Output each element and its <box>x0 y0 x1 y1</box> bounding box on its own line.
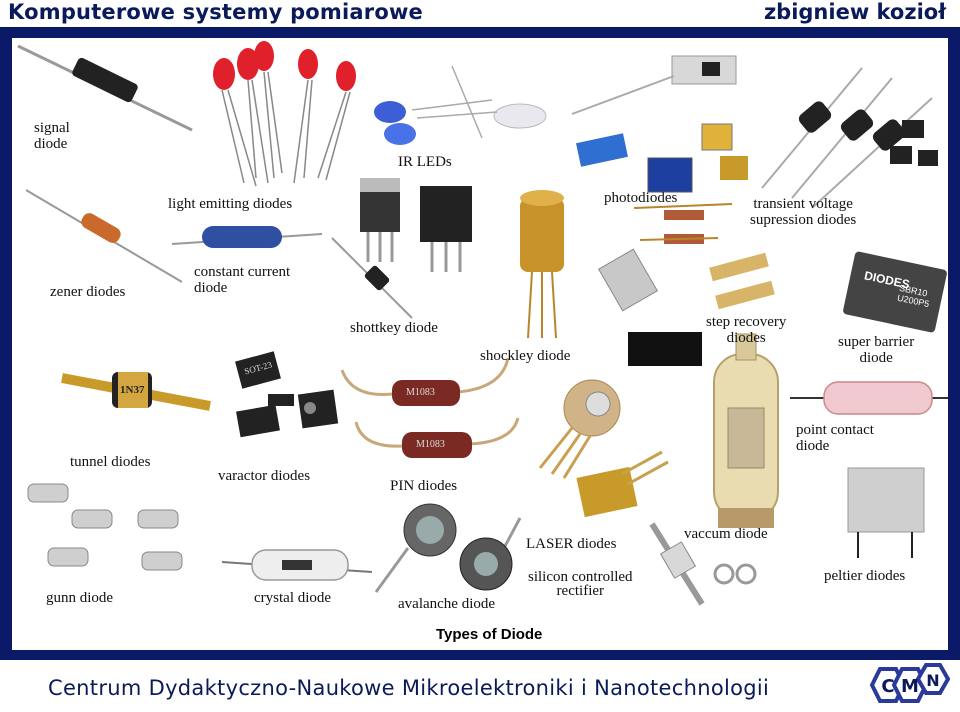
footer-text: Centrum Dydaktyczno-Naukowe Mikroelektro… <box>48 676 770 700</box>
logo-letter-n: N <box>926 671 939 690</box>
label-zener: zener diodes <box>50 284 126 300</box>
label-led: light emitting diodes <box>168 196 293 212</box>
pin-diode-picture <box>340 357 520 458</box>
figure-caption: Types of Diode <box>436 626 543 643</box>
label-vaccum: vaccum diode <box>684 526 768 542</box>
header-title: Komputerowe systemy pomiarowe <box>8 0 424 24</box>
label-tunnel: tunnel diodes <box>70 454 151 470</box>
label-laser: LASER diodes <box>526 536 617 552</box>
marking-tunnel: 1N37 <box>120 384 145 396</box>
label-shockley: shockley diode <box>480 348 571 364</box>
photodiode-picture <box>571 55 748 193</box>
scr-picture <box>649 522 757 606</box>
label-peltier: peltier diodes <box>824 568 906 584</box>
cmn-logo: C M N <box>869 663 951 703</box>
diode-collage: signal diode light emitting diodes IR LE… <box>12 38 948 650</box>
laser-diode-picture <box>538 379 669 518</box>
vaccum-diode-picture <box>713 333 779 528</box>
label-scr: silicon controlled rectifier <box>528 569 633 599</box>
label-photo: photodiodes <box>604 190 678 206</box>
diode-illustrations <box>17 41 948 606</box>
label-varactor: varactor diodes <box>218 468 311 484</box>
avalanche-diode-picture <box>374 503 522 593</box>
label-step: step recovery diodes <box>706 314 787 346</box>
step-recovery-picture <box>597 203 775 366</box>
logo-letter-m: M <box>901 676 919 697</box>
label-tvs: transient voltage supression diodes <box>750 196 857 228</box>
shockley-diode-picture <box>520 190 564 339</box>
label-signal: signal diode <box>34 120 70 152</box>
label-point: point contact diode <box>796 422 874 454</box>
marking-pin-1: M1083 <box>406 387 435 398</box>
label-ir: IR LEDs <box>398 154 452 170</box>
constant-current-diode-picture <box>171 226 323 248</box>
label-avalanche: avalanche diode <box>398 596 496 612</box>
point-contact-picture <box>790 381 948 415</box>
shottkey-package-picture <box>331 178 472 319</box>
marking-pin-2: M1083 <box>416 439 445 450</box>
header-bar: Komputerowe systemy pomiarowe zbigniew k… <box>0 0 960 28</box>
signal-diode-picture <box>17 44 193 132</box>
label-shottkey: shottkey diode <box>350 320 438 336</box>
label-superbarrier: super barrier diode <box>838 334 915 366</box>
gunn-diode-picture <box>27 483 183 571</box>
ir-led-picture <box>374 65 547 145</box>
peltier-diode-picture <box>847 467 925 558</box>
tunnel-diode-picture <box>61 372 211 411</box>
super-barrier-picture <box>843 251 947 333</box>
led-picture <box>213 41 356 187</box>
label-crystal: crystal diode <box>254 590 332 606</box>
label-gunn: gunn diode <box>46 590 114 606</box>
logo-letter-c: C <box>881 676 894 697</box>
label-pin: PIN diodes <box>390 478 458 494</box>
crystal-diode-picture <box>221 549 373 581</box>
tvs-diode-picture <box>761 67 938 209</box>
label-constant: constant current diode <box>194 264 291 296</box>
zener-diode-picture <box>25 189 183 283</box>
header-author: zbigniew kozioł <box>763 0 946 24</box>
varactor-diode-picture <box>235 351 339 438</box>
